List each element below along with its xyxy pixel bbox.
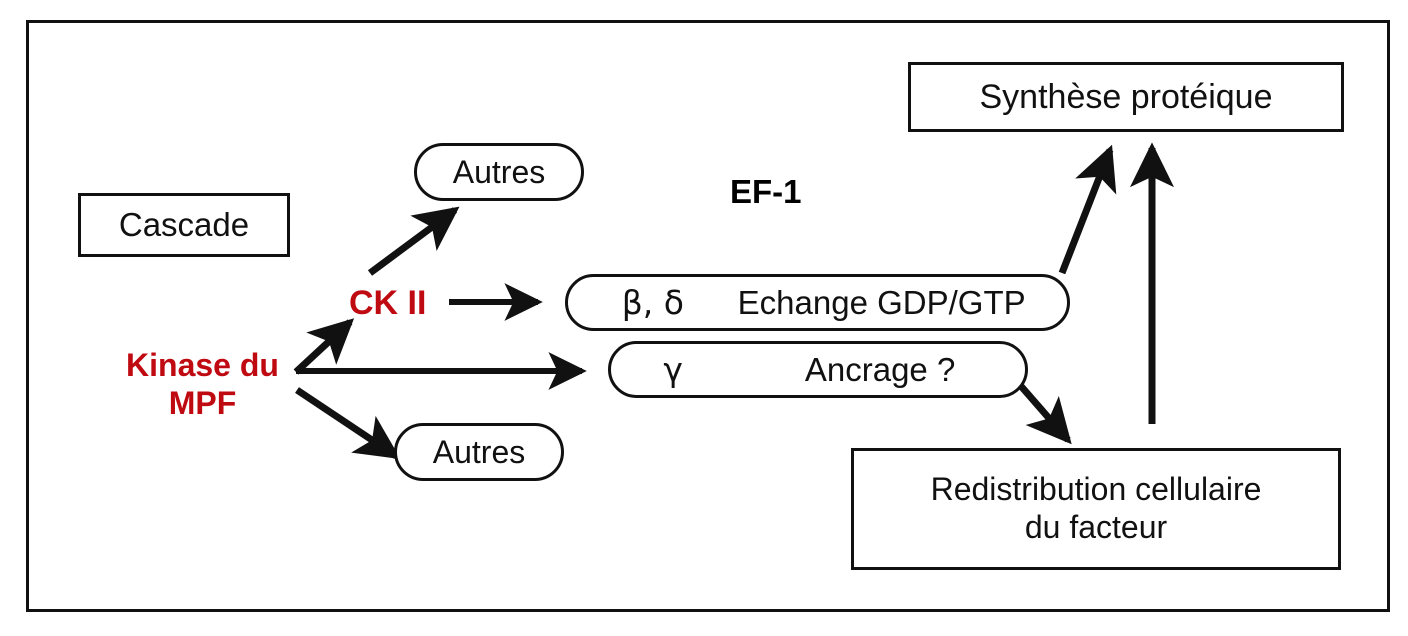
node-autres-bottom[interactable]: Autres xyxy=(394,423,564,481)
node-autres-top[interactable]: Autres xyxy=(414,143,584,201)
node-beta-delta-greek: β, δ xyxy=(621,283,684,322)
node-synthese-proteique-label: Synthèse protéique xyxy=(979,77,1273,116)
node-beta-delta-label: Echange GDP/GTP xyxy=(737,283,1026,321)
node-gamma[interactable]: γ Ancrage ? xyxy=(608,341,1028,398)
node-cascade-label: Cascade xyxy=(118,206,250,243)
node-redistribution[interactable]: Redistribution cellulaire du facteur xyxy=(851,448,1341,570)
node-autres-bottom-label: Autres xyxy=(432,433,526,470)
node-ef1: EF-1 xyxy=(730,170,870,214)
node-gamma-greek: γ xyxy=(663,350,683,389)
node-ef1-label: EF-1 xyxy=(730,173,802,210)
node-gamma-label: Ancrage ? xyxy=(804,350,956,388)
node-kinase-mpf[interactable]: Kinase du MPF xyxy=(110,345,295,425)
node-kinase-mpf-label-line2: MPF xyxy=(168,385,237,421)
node-cascade[interactable]: Cascade xyxy=(78,193,290,257)
node-ck2[interactable]: CK II xyxy=(349,283,459,323)
node-redistribution-label-line1: Redistribution cellulaire xyxy=(930,471,1262,508)
node-redistribution-label-line2: du facteur xyxy=(1024,509,1168,545)
node-synthese-proteique[interactable]: Synthèse protéique xyxy=(908,62,1344,132)
node-ck2-label: CK II xyxy=(349,283,427,322)
node-autres-top-label: Autres xyxy=(452,153,546,190)
node-beta-delta[interactable]: β, δ Echange GDP/GTP xyxy=(565,274,1070,331)
node-kinase-mpf-label-line1: Kinase du xyxy=(126,347,279,384)
